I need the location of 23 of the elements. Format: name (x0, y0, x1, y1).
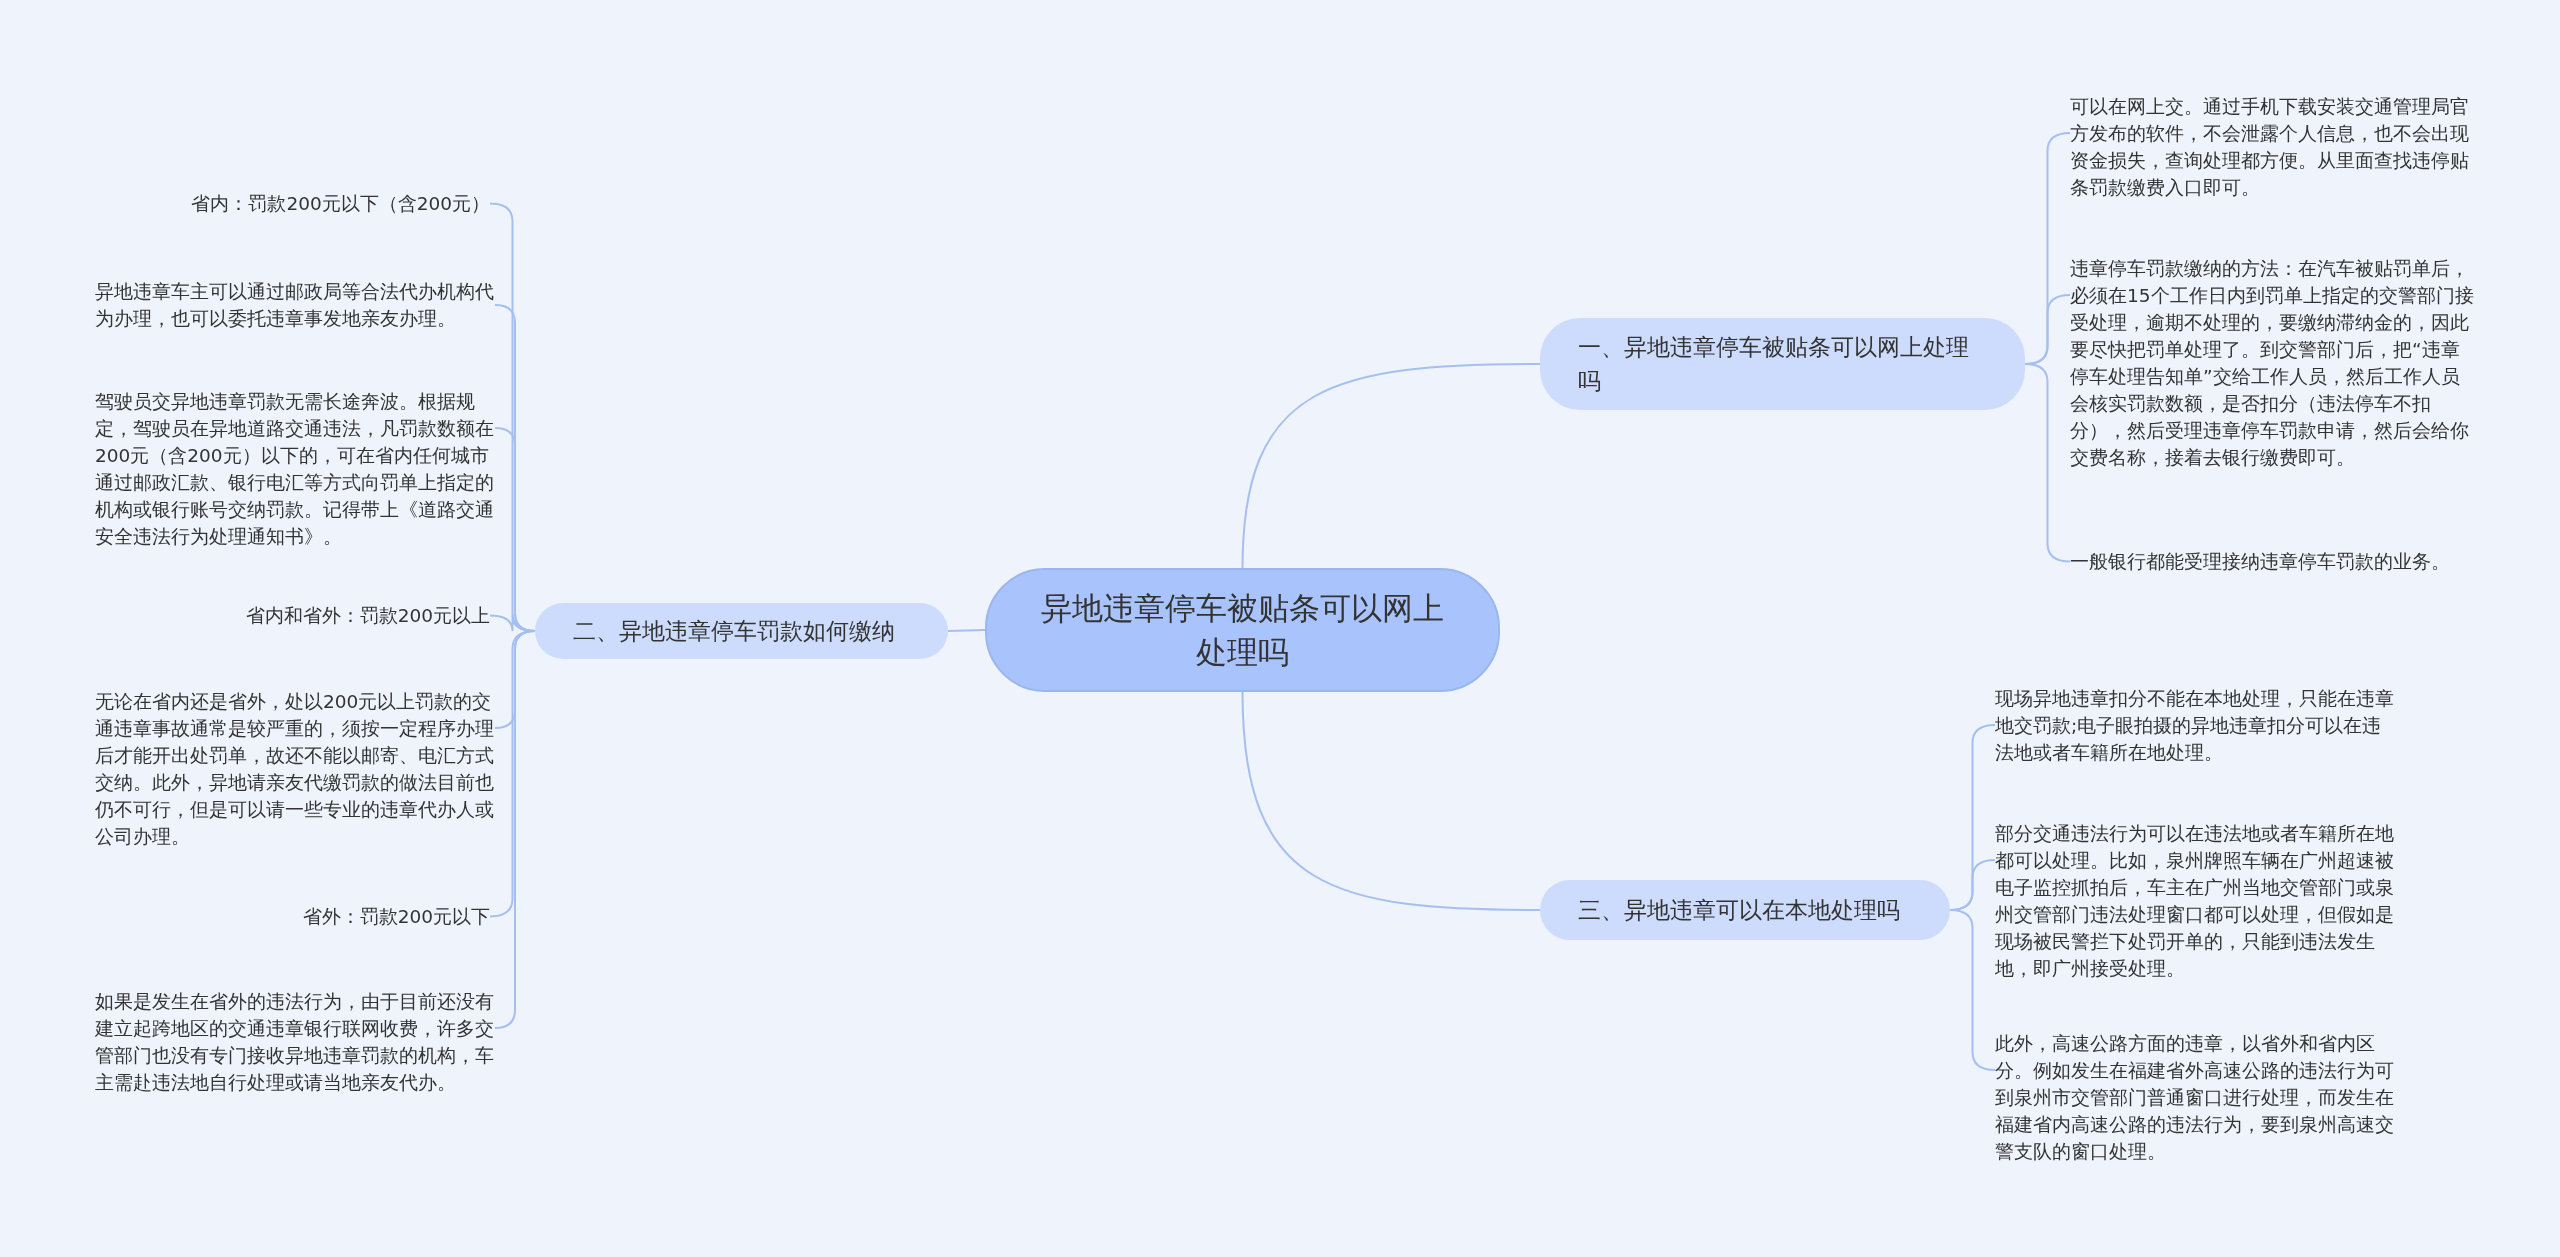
note-text: 无论在省内还是省外，处以200元以上罚款的交通违章事故通常是较严重的，须按一定程序办理后才能开出处罚单，故还不能以邮寄、电汇方式交纳。此外，异地请亲友代缴罚款的做法目前也仍不可行，但是可以请一些专业的违章代办人或公司办理。 (95, 688, 495, 850)
connector-line (494, 630, 536, 1029)
note-text: 省外：罚款200元以下 (190, 903, 490, 930)
connector-line (1949, 909, 1996, 1071)
note-text: 此外，高速公路方面的违章，以省外和省内区分。例如发生在福建省外高速公路的违法行为可到泉州市交管部门普通窗口进行处理，而发生在福建省内高速公路的违法行为，要到泉州高速交警支队的窗口处理。 (1995, 1030, 2395, 1165)
connector-line (947, 629, 986, 632)
topic-box: 一、异地违章停车被贴条可以网上处理吗 (1540, 318, 2025, 410)
note-text: 可以在网上交。通过手机下载安装交通管理局官方发布的软件，不会泄露个人信息，也不会出现资金损失，查询处理都方便。从里面查找违停贴条罚款缴费入口即可。 (2070, 93, 2475, 201)
note-text: 驾驶员交异地违章罚款无需长途奔波。根据规定，驾驶员在异地道路交通违法，凡罚款数额在200元（含200元）以下的，可在省内任何城市通过邮政汇款、银行电汇等方式向罚单上指定的机构或银行账号交纳罚款。记得带上《道路交通安全违法行为处理通知书》。 (95, 388, 495, 550)
connector-line (1241, 691, 1541, 911)
note-text: 如果是发生在省外的违法行为，由于目前还没有建立起跨地区的交通违章银行联网收费，许多交管部门也没有专门接收异地违章罚款的机构，车主需赴违法地自行处理或请当地亲友代办。 (95, 988, 495, 1096)
note-text: 部分交通违法行为可以在违法地或者车籍所在地都可以处理。比如，泉州牌照车辆在广州超速被电子监控抓拍后，车主在广州当地交管部门或泉州交管部门违法处理窗口都可以处理，但假如是现场被民警拦下处罚开单的，只能到违法发生地，即广州接受处理。 (1995, 820, 2395, 982)
connector-line (1241, 363, 1541, 569)
note-text: 省内和省外：罚款200元以上 (190, 602, 490, 629)
topic-box: 二、异地违章停车罚款如何缴纳 (535, 603, 948, 659)
note-text: 一般银行都能受理接纳违章停车罚款的业务。 (2070, 548, 2475, 575)
topic-box: 三、异地违章可以在本地处理吗 (1540, 880, 1950, 940)
central-topic: 异地违章停车被贴条可以网上处理吗 (985, 568, 1500, 692)
note-text: 违章停车罚款缴纳的方法：在汽车被贴罚单后，必须在15个工作日内到罚单上指定的交警部门接受处理，逾期不处理的，要缴纳滞纳金的，因此要尽快把罚单处理了。到交警部门后，把“违章停车处理告知单”交给工作人员，然后工作人员会核实罚款数额，是否扣分（违法停车不扣分），然后受理违章停车罚款申请，然后会给你交费名称，接着去银行缴费即可。 (2070, 255, 2475, 471)
connector-line (2024, 363, 2071, 563)
note-text: 现场异地违章扣分不能在本地处理，只能在违章地交罚款;电子眼拍摄的异地违章扣分可以在违法地或者车籍所在地处理。 (1995, 685, 2395, 766)
note-text: 省内：罚款200元以下（含200元） (190, 190, 490, 217)
note-text: 异地违章车主可以通过邮政局等合法代办机构代为办理，也可以委托违章事发地亲友办理。 (95, 278, 495, 332)
